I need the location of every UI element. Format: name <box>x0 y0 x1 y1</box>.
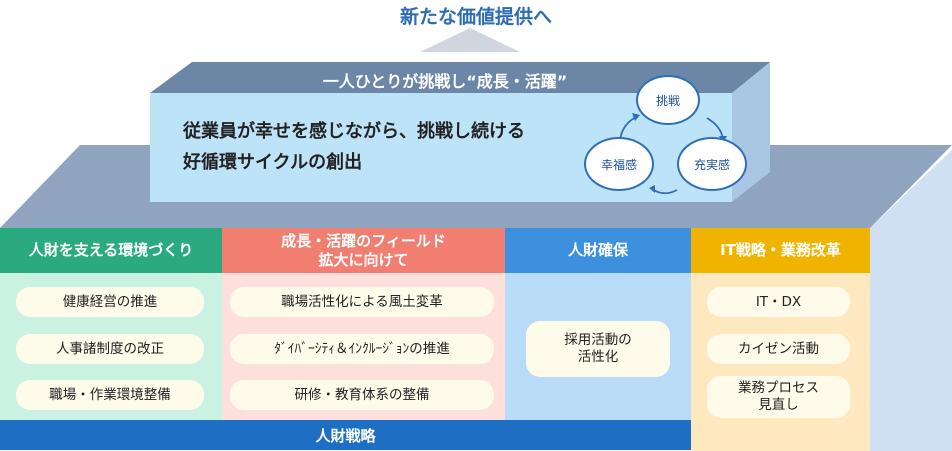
roof-top-face <box>150 62 770 93</box>
pillar-3-item-1-line-2: 活性化 <box>577 349 619 365</box>
cycle-node-fulfillment: 充実感 <box>677 137 747 191</box>
foundation-bar: 人財戦略 <box>0 420 691 450</box>
page-title: 新たな価値提供へ <box>399 6 552 28</box>
foundation-label: 人財戦略 <box>315 426 376 445</box>
pillar-4-header: IT戦略・業務改革 <box>691 228 870 273</box>
pillar-1-header-text: 人財を支える環境づくり <box>28 241 194 259</box>
pillar-3-header-text: 人財確保 <box>567 241 628 259</box>
pillar-4-item-3-line-1: 業務プロセス <box>738 380 819 396</box>
pillar-1-item-3: 職場・作業環境整備 <box>16 380 204 410</box>
pillar-4-header-text: IT戦略・業務改革 <box>720 241 841 259</box>
cycle-node-happiness: 幸福感 <box>584 137 654 191</box>
pillar-1-header: 人財を支える環境づくり <box>0 228 222 273</box>
pillar-2-item-3: 研修・教育体系の整備 <box>230 380 494 410</box>
pillar-4-item-2: カイゼン活動 <box>707 334 850 364</box>
pillar-2-header-line-1: 成長・活躍のフィールド <box>281 231 446 250</box>
pillar-4-item-1: IT・DX <box>707 287 850 317</box>
pillar-3-header: 人財確保 <box>505 228 691 273</box>
pillar-4-item-3-line-2: 見直し <box>758 397 799 413</box>
pillar-2-item-1: 職場活性化による風土変革 <box>230 287 494 317</box>
pillar-2-header: 成長・活躍のフィールド 拡大に向けて <box>222 228 505 273</box>
main-message-line-2: 好循環サイクルの創出 <box>183 152 363 173</box>
building-side-face <box>870 150 952 451</box>
pillar-1-item-1: 健康経営の推進 <box>16 287 204 317</box>
roof-title: 一人ひとりが挑戦し“成長・活躍” <box>322 72 568 91</box>
pillar-4-item-3: 業務プロセス 見直し <box>707 376 850 418</box>
pillar-1-item-2: 人事諸制度の改正 <box>16 334 204 364</box>
up-arrow <box>420 28 520 52</box>
main-message: 従業員が幸せを感じながら、挑戦し続ける 好循環サイクルの創出 <box>183 116 603 178</box>
pillar-2-header-line-2: 拡大に向けて <box>318 250 409 269</box>
cycle-node-challenge: 挑戦 <box>636 75 700 125</box>
pillar-3-item-1-line-1: 採用活動の <box>564 332 632 348</box>
pillar-3-item-1: 採用活動の 活性化 <box>526 321 670 377</box>
main-message-line-1: 従業員が幸せを感じながら、挑戦し続ける <box>183 121 525 142</box>
pillar-2-item-2: ﾀﾞｲﾊﾞｰｼﾃｨ＆ｲﾝｸﾙｰｼﾞｮﾝの推進 <box>230 334 494 364</box>
